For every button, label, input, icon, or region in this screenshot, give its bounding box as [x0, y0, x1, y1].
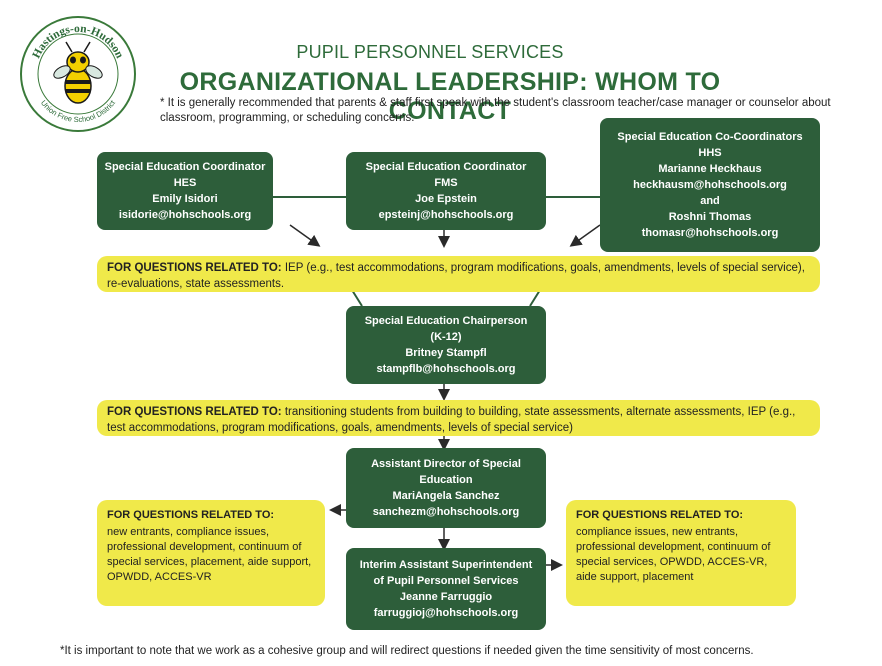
box-label: FOR QUESTIONS RELATED TO:	[107, 509, 275, 521]
questions-box-right: FOR QUESTIONS RELATED TO: compliance iss…	[566, 500, 796, 606]
assistant-director-box: Assistant Director of Special Education …	[346, 448, 546, 528]
district-logo: Hastings-on-Hudson Union Free School Dis…	[18, 14, 138, 134]
co-coordinators-hhs-box: Special Education Co-Coordinators HHS Ma…	[600, 118, 820, 252]
contact-name-2: Roshni Thomas	[668, 211, 752, 223]
contact-name: Marianne Heckhaus	[658, 163, 762, 175]
contact-email[interactable]: isidorie@hohschools.org	[118, 209, 252, 221]
box-text: compliance issues, new entrants, profess…	[576, 526, 771, 583]
and-label: and	[700, 195, 720, 207]
contact-email[interactable]: sanchezm@hohschools.org	[372, 506, 520, 518]
role: Special Education Coordinator	[365, 161, 527, 173]
contact-name: Joe Epstein	[415, 193, 477, 205]
role: Special Education Chairperson	[364, 315, 528, 327]
coordinator-fms-box: Special Education Coordinator FMS Joe Ep…	[346, 152, 546, 230]
role: Special Education Co-Coordinators	[617, 131, 803, 143]
contact-name: MariAngela Sanchez	[392, 490, 500, 502]
school: HES	[173, 177, 197, 189]
contact-name: Jeanne Farruggio	[399, 591, 493, 603]
chairperson-box: Special Education Chairperson (K-12) Bri…	[346, 306, 546, 384]
coordinator-hes-box: Special Education Coordinator HES Emily …	[97, 152, 273, 230]
hornet-icon	[53, 41, 103, 104]
page-title: ORGANIZATIONAL LEADERSHIP: WHOM TO CONTA…	[179, 68, 721, 125]
school: FMS	[434, 177, 458, 189]
role-line-1: Assistant Director of Special	[371, 458, 521, 470]
band-label: FOR QUESTIONS RELATED TO:	[107, 406, 282, 418]
band-text: IEP (e.g., test accommodations, program …	[107, 262, 805, 290]
role-line-2: Education	[419, 474, 473, 486]
school: HHS	[698, 147, 722, 159]
band-text: transitioning students from building to …	[107, 406, 796, 434]
role: Special Education Coordinator	[104, 161, 266, 173]
contact-name: Emily Isidori	[152, 193, 218, 205]
band-label: FOR QUESTIONS RELATED TO:	[107, 262, 282, 274]
contact-email[interactable]: stampflb@hohschools.org	[376, 363, 516, 375]
role-line-1: Interim Assistant Superintendent	[359, 559, 533, 571]
assistant-superintendent-box: Interim Assistant Superintendent of Pupi…	[346, 548, 546, 630]
questions-band-iep: FOR QUESTIONS RELATED TO: IEP (e.g., tes…	[97, 256, 820, 292]
questions-box-left: FOR QUESTIONS RELATED TO: new entrants, …	[97, 500, 325, 606]
page-subtitle: PUPIL PERSONNEL SERVICES	[296, 42, 564, 62]
scope: (K-12)	[430, 331, 462, 343]
contact-email[interactable]: epsteinj@hohschools.org	[378, 209, 514, 221]
footnote: *It is important to note that we work as…	[60, 645, 754, 657]
contact-email-2[interactable]: thomasr@hohschools.org	[641, 227, 779, 239]
questions-band-transition: FOR QUESTIONS RELATED TO: transitioning …	[97, 400, 820, 436]
contact-name: Britney Stampfl	[405, 347, 487, 359]
box-text: new entrants, compliance issues, profess…	[107, 526, 312, 583]
intro-note: * It is generally recommended that paren…	[160, 97, 831, 124]
box-label: FOR QUESTIONS RELATED TO:	[576, 509, 744, 521]
contact-email[interactable]: heckhausm@hohschools.org	[633, 179, 787, 191]
contact-email[interactable]: farruggioj@hohschools.org	[373, 607, 519, 619]
role-line-2: of Pupil Personnel Services	[373, 575, 519, 587]
